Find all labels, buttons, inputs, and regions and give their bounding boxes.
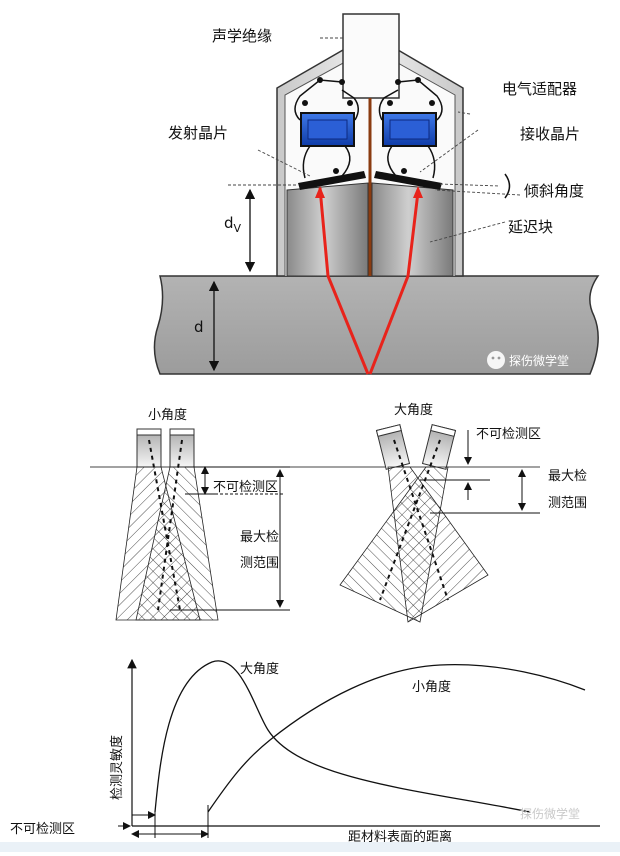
watermark-bottom: 探伤微学堂: [520, 807, 581, 821]
transmit-beam: [318, 187, 370, 375]
label-receive-crystal: 接收晶片: [520, 125, 581, 143]
delay-block-left: [286, 182, 369, 277]
label-curve-small-angle: 小角度: [412, 680, 452, 695]
label-transmit-crystal: 发射晶片: [168, 124, 229, 142]
large-angle-beam-right: [339, 466, 449, 623]
label-large-angle-dead-zone: 不可检测区: [476, 427, 542, 442]
label-large-angle-range-2: 测范围: [548, 496, 588, 511]
curve-small-angle: [207, 663, 586, 813]
label-acoustic-insulation: 声学绝缘: [212, 27, 273, 45]
chart-xlabel: 距材料表面的距离: [348, 830, 453, 845]
label-small-angle-range-2: 测范围: [240, 556, 280, 571]
label-d: d: [194, 318, 204, 336]
label-small-angle: 小角度: [148, 408, 188, 423]
test-plate: [153, 275, 600, 375]
watermark-top: 探伤微学堂: [509, 354, 570, 368]
label-curve-large-angle: 大角度: [240, 662, 280, 677]
chart-ylabel: 检测灵敏度: [110, 734, 125, 800]
cable: [342, 13, 400, 99]
label-large-angle: 大角度: [394, 403, 434, 418]
bottom-band: [0, 842, 620, 852]
receive-crystal: [374, 171, 442, 190]
beam-overlap-diagram: [90, 424, 540, 623]
label-large-angle-range-1: 最大检: [548, 469, 588, 484]
label-small-angle-dead-zone: 不可检测区: [213, 480, 279, 495]
label-delay-block: 延迟块: [508, 218, 554, 236]
curve-large-angle: [154, 660, 531, 813]
label-small-angle-range-1: 最大检: [240, 530, 280, 545]
receive-beam: [368, 191, 420, 375]
label-electrical-adapter: 电气适配器: [502, 80, 578, 98]
sensitivity-chart: [118, 658, 600, 838]
transducer-diagram: [153, 13, 600, 375]
label-tilt-angle: 倾斜角度: [524, 182, 585, 200]
transmit-crystal: [298, 171, 366, 190]
wechat-icon: [487, 351, 505, 369]
label-chart-dead-zone: 不可检测区: [10, 822, 76, 837]
label-dv: dV: [224, 214, 242, 235]
